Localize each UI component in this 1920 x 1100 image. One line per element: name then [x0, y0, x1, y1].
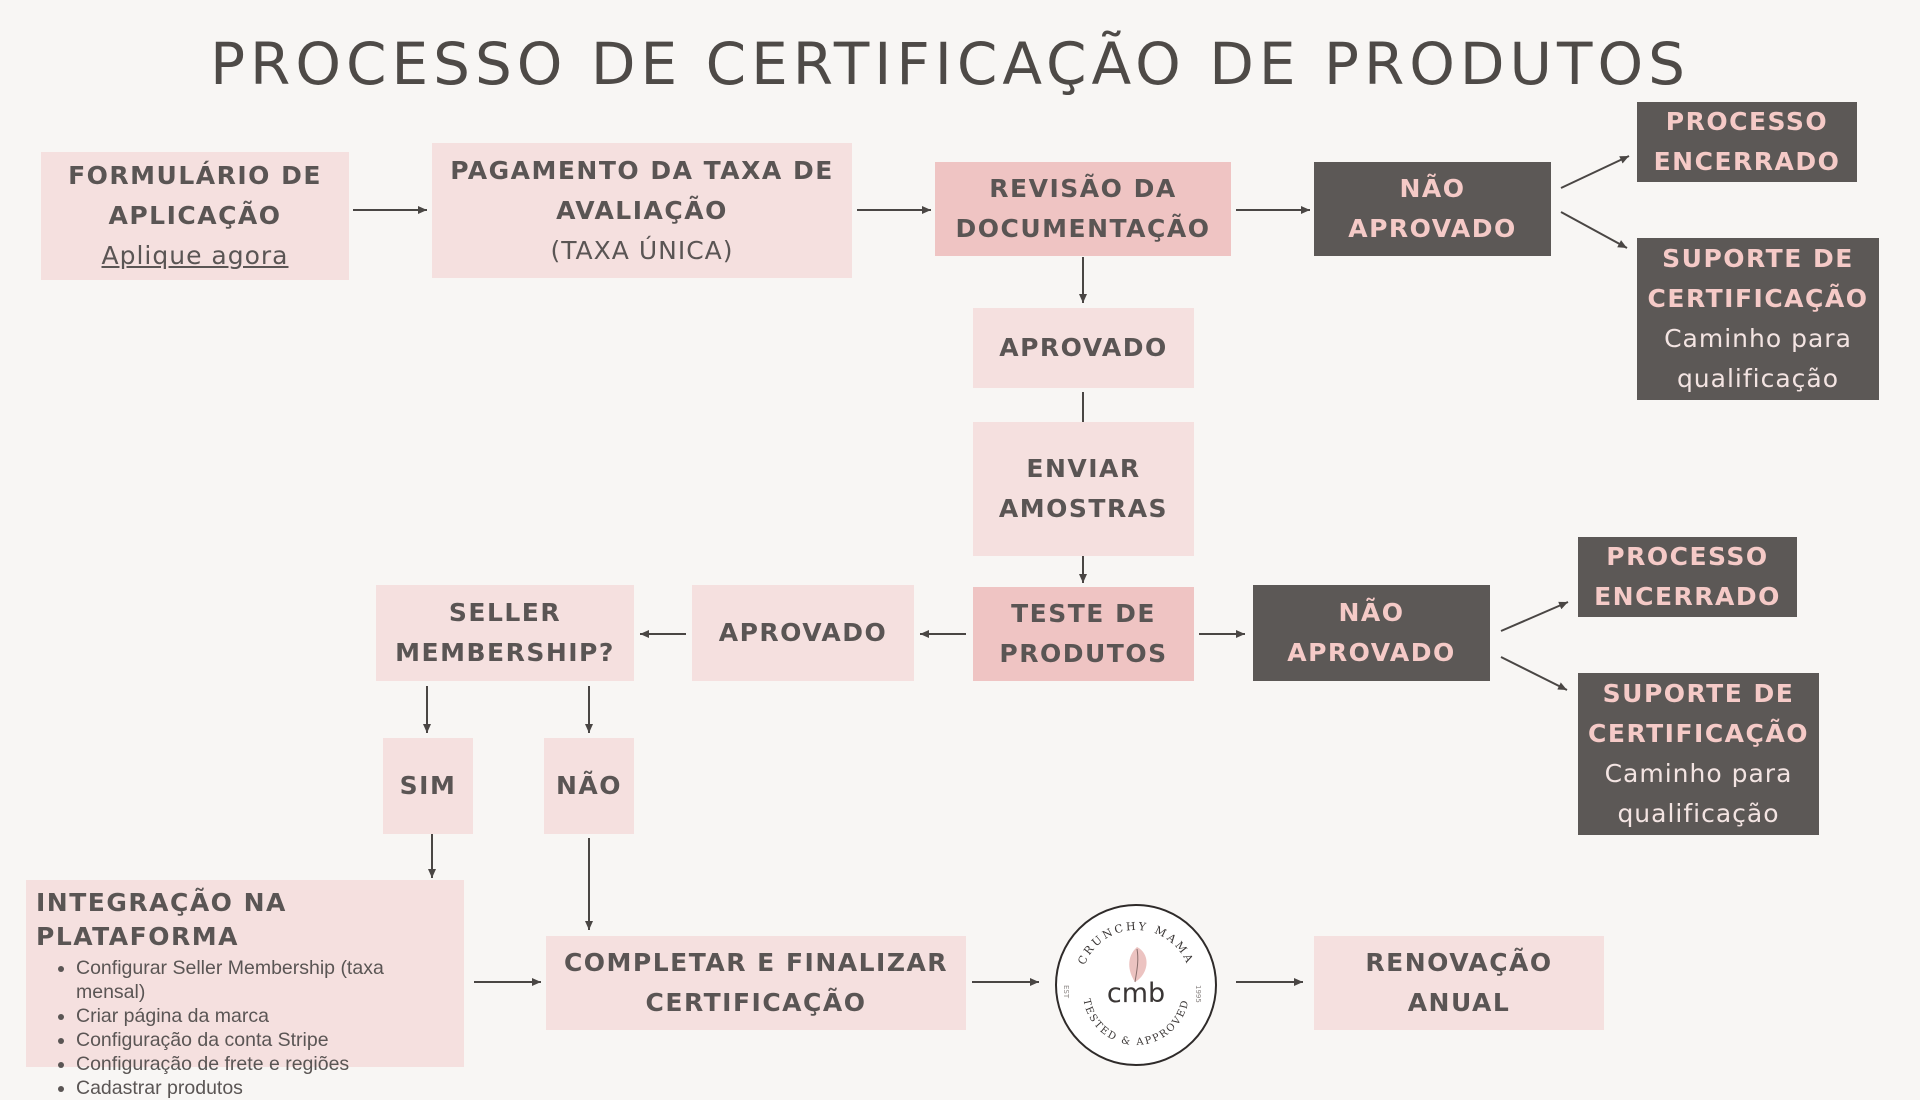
process-closed-2-line1: PROCESSO [1606, 542, 1769, 571]
page-title: PROCESSO DE CERTIFICAÇÃO DE PRODUTOS [210, 30, 1690, 98]
not-approved-box-2: NÃO APROVADO [1253, 585, 1490, 681]
leaf-icon [1129, 947, 1147, 983]
apply-now-link[interactable]: Aplique agora [101, 241, 289, 270]
payment-line2: AVALIAÇÃO [556, 195, 728, 225]
process-closed-box-2: PROCESSO ENCERRADO [1578, 537, 1797, 617]
certification-support-box-1: SUPORTE DE CERTIFICAÇÃO Caminho para qua… [1637, 238, 1879, 400]
integration-item: Configuração da conta Stripe [76, 1028, 454, 1052]
no-box: NÃO [544, 738, 634, 834]
support-2-note2: qualificação [1617, 799, 1780, 828]
payment-line1: PAGAMENTO DA TAXA DE [450, 155, 834, 185]
logo-right-text: 1995 [1194, 985, 1202, 1003]
application-form-box: FORMULÁRIO DE APLICAÇÃO Aplique agora [41, 152, 349, 280]
support-1-line1: SUPORTE DE [1662, 244, 1854, 273]
approved-label-1: APROVADO [999, 333, 1168, 362]
product-testing-line2: PRODUTOS [999, 639, 1168, 668]
not-approved-label-1: NÃO APROVADO [1348, 174, 1517, 243]
doc-review-box: REVISÃO DA DOCUMENTAÇÃO [935, 162, 1231, 256]
complete-certification-box: COMPLETAR E FINALIZAR CERTIFICAÇÃO [546, 936, 966, 1030]
not-approved-label-2: NÃO APROVADO [1287, 598, 1456, 667]
send-samples-box: ENVIAR AMOSTRAS [973, 422, 1194, 556]
crunchy-mama-logo: CRUNCHY MAMA TESTED & APPROVED EST 1995 … [1055, 904, 1217, 1066]
support-2-line1: SUPORTE DE [1602, 679, 1795, 708]
seller-membership-line2: MEMBERSHIP? [395, 638, 615, 667]
support-1-line2: CERTIFICAÇÃO [1647, 284, 1869, 313]
logo-mark: cmb [1107, 978, 1165, 1009]
doc-review-line1: REVISÃO DA [989, 174, 1177, 203]
process-closed-1-line2: ENCERRADO [1653, 147, 1841, 176]
integration-title: INTEGRAÇÃO NA PLATAFORMA [36, 888, 287, 951]
certification-support-box-2: SUPORTE DE CERTIFICAÇÃO Caminho para qua… [1578, 673, 1819, 835]
arrow-not-approved-to-closed-2 [1500, 601, 1569, 632]
approved-box-1: APROVADO [973, 308, 1194, 388]
integration-item: Configurar Seller Membership (taxa mensa… [76, 956, 454, 1004]
seller-membership-box: SELLER MEMBERSHIP? [376, 585, 634, 681]
approved-label-2: APROVADO [718, 618, 888, 647]
support-2-note1: Caminho para [1604, 759, 1793, 788]
annual-renewal-box: RENOVAÇÃO ANUAL [1314, 936, 1604, 1030]
product-testing-line1: TESTE DE [1011, 599, 1156, 628]
process-closed-2-line2: ENCERRADO [1594, 582, 1781, 611]
integration-list: Configurar Seller Membership (taxa mensa… [36, 956, 454, 1100]
payment-box: PAGAMENTO DA TAXA DE AVALIAÇÃO (TAXA ÚNI… [432, 143, 852, 278]
integration-item: Criar página da marca [76, 1004, 454, 1028]
payment-note: (TAXA ÚNICA) [550, 235, 734, 265]
product-testing-box: TESTE DE PRODUTOS [973, 587, 1194, 681]
yes-box: SIM [383, 738, 473, 834]
send-samples-line1: ENVIAR [1026, 454, 1141, 483]
arrow-not-approved-to-closed [1560, 155, 1630, 189]
arrow-not-approved-to-support [1560, 211, 1628, 249]
application-form-line2: APLICAÇÃO [108, 201, 282, 230]
not-approved-box-1: NÃO APROVADO [1314, 162, 1551, 256]
no-label: NÃO [555, 771, 623, 800]
send-samples-line2: AMOSTRAS [998, 494, 1169, 523]
application-form-line1: FORMULÁRIO DE [68, 161, 322, 190]
process-closed-1-line1: PROCESSO [1665, 107, 1829, 136]
complete-line2: CERTIFICAÇÃO [645, 988, 867, 1017]
integration-item: Configuração de frete e regiões [76, 1052, 454, 1076]
complete-line1: COMPLETAR E FINALIZAR [563, 948, 949, 977]
support-1-note2: qualificação [1676, 364, 1840, 393]
support-2-line2: CERTIFICAÇÃO [1588, 719, 1809, 748]
arrow-not-approved-to-support-2 [1500, 656, 1568, 691]
platform-integration-box: INTEGRAÇÃO NA PLATAFORMA Configurar Sell… [26, 880, 464, 1099]
seller-membership-line1: SELLER [448, 598, 562, 627]
approved-box-2: APROVADO [692, 585, 914, 681]
process-closed-box-1: PROCESSO ENCERRADO [1637, 102, 1857, 182]
yes-label: SIM [399, 771, 457, 800]
support-1-note1: Caminho para [1664, 324, 1852, 353]
doc-review-line2: DOCUMENTAÇÃO [955, 214, 1211, 243]
logo-left-text: EST [1062, 985, 1070, 999]
annual-renewal-label: RENOVAÇÃO ANUAL [1365, 948, 1553, 1017]
